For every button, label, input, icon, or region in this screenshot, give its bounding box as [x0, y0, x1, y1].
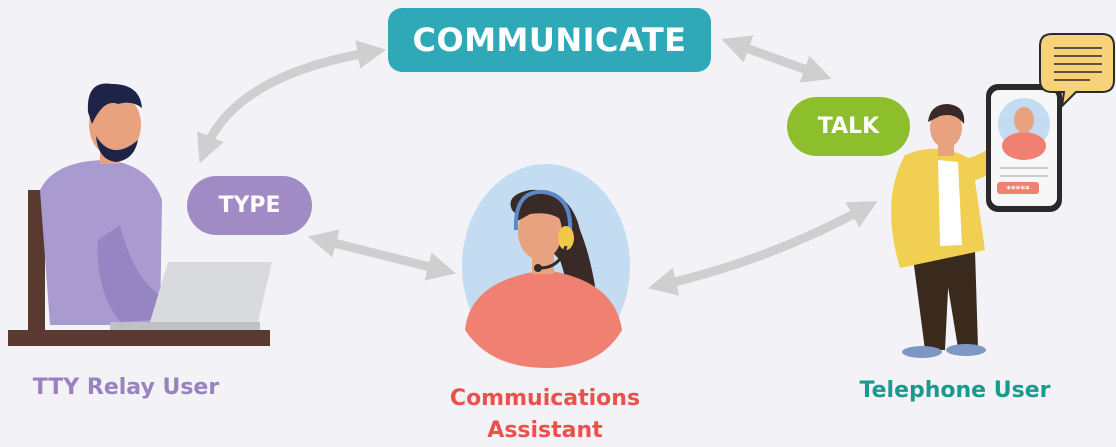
assistant-caption-line2: Assistant	[487, 418, 603, 443]
tty-user-illustration	[8, 83, 272, 346]
arrow-type-to-assistant	[308, 229, 456, 281]
assistant-caption-line1: Commuications	[449, 386, 641, 411]
phone-rating-stars: *****	[1006, 185, 1030, 195]
telephone-user-caption: Telephone User	[859, 378, 1051, 403]
arrow-tty-to-communicate	[196, 40, 387, 164]
telephone-user-illustration: *****	[891, 33, 1115, 358]
assistant-caption: Commuications Assistant	[420, 383, 670, 447]
talk-label: TALK	[787, 97, 910, 156]
type-label: TYPE	[187, 176, 312, 235]
assistant-illustration	[462, 164, 630, 368]
arrow-communicate-to-telephone	[721, 35, 832, 83]
tty-user-caption: TTY Relay User	[32, 375, 220, 400]
communicate-label: COMMUNICATE	[388, 8, 711, 72]
arrow-assistant-to-telephone	[647, 201, 878, 296]
